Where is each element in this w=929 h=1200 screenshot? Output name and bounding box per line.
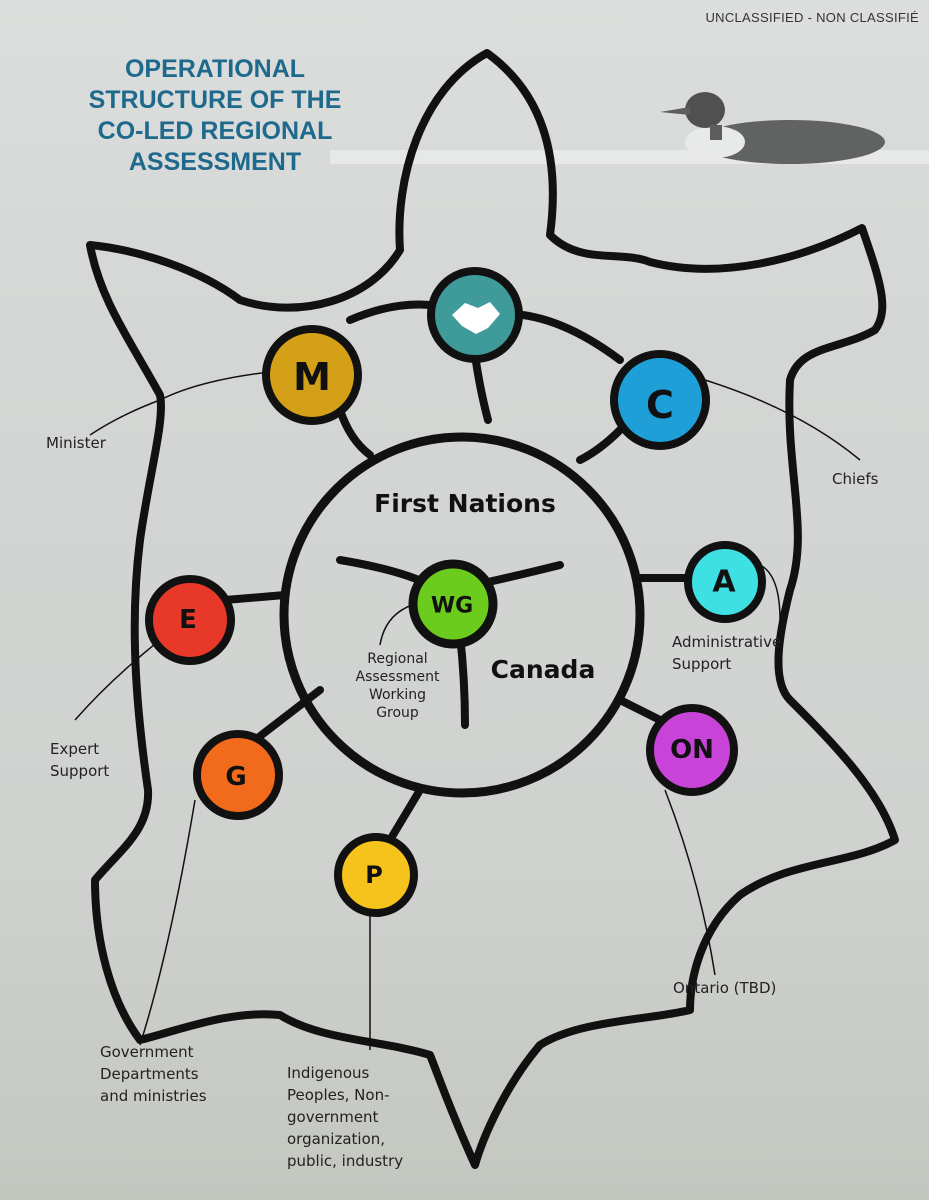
node-m[interactable]: M [262, 325, 362, 425]
indigenous-peoples-label: Indigenous Peoples, Non-government organ… [287, 1064, 404, 1170]
expert-support-label: Expert Support [50, 740, 110, 780]
first-nations-label: First Nations [374, 489, 556, 518]
node-g[interactable]: G [193, 730, 283, 820]
node-a[interactable]: A [684, 541, 766, 623]
svg-text:A: A [712, 565, 736, 600]
node-c[interactable]: C [610, 350, 710, 450]
working-group-label: Regional Assessment Working Group [355, 651, 440, 721]
classification-label: UNCLASSIFIED - NON CLASSIFIÉ [705, 10, 919, 25]
leader-lines [74, 371, 861, 1050]
government-label: Government Departments and ministries [100, 1043, 207, 1105]
ontario-label: Ontario (TBD) [673, 979, 777, 997]
loon-photo [330, 92, 929, 164]
svg-text:E: E [179, 605, 197, 635]
svg-text:M: M [293, 355, 331, 399]
svg-text:C: C [646, 383, 674, 427]
svg-text:WG: WG [431, 594, 473, 619]
administrative-support-label: Administrative Support [672, 633, 782, 673]
svg-text:P: P [365, 861, 383, 889]
node-handshake[interactable] [427, 267, 523, 363]
node-p[interactable]: P [334, 833, 418, 917]
minister-label: Minister [46, 434, 106, 452]
node-wg[interactable]: WG [408, 559, 498, 649]
node-on[interactable]: ON [646, 704, 738, 796]
chiefs-label: Chiefs [832, 470, 879, 488]
turtle-outline [86, 49, 899, 1169]
node-e[interactable]: E [145, 575, 235, 665]
central-circle [279, 432, 645, 798]
canada-label: Canada [491, 655, 596, 684]
page-title: OPERATIONAL STRUCTURE OF THE CO-LED REGI… [88, 55, 342, 176]
svg-text:G: G [225, 762, 246, 792]
svg-text:ON: ON [670, 735, 714, 765]
handshake-icon [452, 302, 500, 334]
